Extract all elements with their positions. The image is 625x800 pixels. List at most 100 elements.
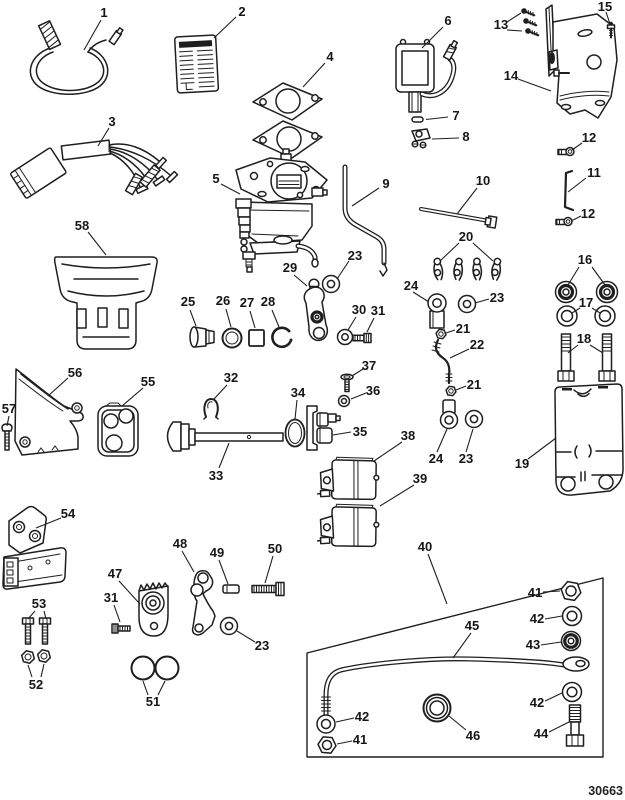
part-10-cable-tie <box>419 207 498 229</box>
part-12-screw-upper <box>557 146 575 157</box>
part-14-mounting-bracket <box>545 4 618 119</box>
leader-20 <box>439 242 494 262</box>
leader-57 <box>6 415 10 427</box>
part-23-washer-c <box>464 409 484 429</box>
part-25-plug <box>189 326 215 348</box>
callout-53: 53 <box>32 596 46 611</box>
leader-29 <box>293 274 308 287</box>
callout-12a: 12 <box>582 130 596 145</box>
part-5-carburetor <box>235 148 328 273</box>
callout-57: 57 <box>2 401 16 416</box>
leader-38 <box>373 441 403 462</box>
callout-7: 7 <box>452 108 459 123</box>
callout-55: 55 <box>141 374 155 389</box>
callout-10: 10 <box>476 173 490 188</box>
leader-44 <box>548 721 570 733</box>
part-53-bolts <box>21 617 52 645</box>
leader-1 <box>83 19 102 51</box>
part-17-washers <box>556 305 616 327</box>
part-2-decal <box>174 34 220 94</box>
callout-15: 15 <box>598 0 612 14</box>
callout-18: 18 <box>577 331 591 346</box>
part-39-relay <box>315 501 381 550</box>
part-33-shaft <box>166 421 284 452</box>
callout-54: 54 <box>61 506 76 521</box>
callout-25: 25 <box>181 294 195 309</box>
callout-9: 9 <box>382 176 389 191</box>
callout-14: 14 <box>504 68 519 83</box>
part-46-flange-nut <box>422 693 452 723</box>
callout-21b: 21 <box>467 377 481 392</box>
part-37-screw <box>340 373 354 393</box>
leader-33 <box>218 442 230 469</box>
callout-51: 51 <box>146 694 160 709</box>
part-21-nut-upper <box>435 328 447 340</box>
callout-labels: 1 2 3 4 5 6 7 8 9 10 11 12 12 13 14 15 1… <box>2 0 612 747</box>
leader-12a <box>571 142 583 151</box>
part-20-cotter-clips <box>431 257 503 282</box>
leader-26 <box>225 308 232 328</box>
part-40-kit-box <box>306 577 604 758</box>
callout-43: 43 <box>526 637 540 652</box>
callout-3: 3 <box>108 114 115 129</box>
leader-42c <box>335 717 355 723</box>
leader-41a <box>542 590 561 593</box>
part-11-link-rod <box>563 169 575 212</box>
callout-2: 2 <box>238 4 245 19</box>
leader-21a <box>445 329 456 334</box>
callout-29: 29 <box>283 260 297 275</box>
callout-48: 48 <box>173 536 187 551</box>
part-49-spacer <box>222 584 240 594</box>
callout-46: 46 <box>466 728 480 743</box>
callout-35: 35 <box>353 424 367 439</box>
callout-11: 11 <box>587 165 601 180</box>
part-24-link-lower <box>439 399 459 430</box>
callout-39: 39 <box>413 471 427 486</box>
callout-33: 33 <box>209 468 223 483</box>
callout-8: 8 <box>462 129 469 144</box>
leader-11 <box>567 177 587 193</box>
leader-2 <box>213 16 237 39</box>
callout-40: 40 <box>418 539 432 554</box>
leader-14 <box>517 78 552 92</box>
callout-4: 4 <box>326 49 334 64</box>
leader-7 <box>425 116 449 121</box>
callout-16: 16 <box>578 252 592 267</box>
callout-19: 19 <box>515 456 529 471</box>
leader-15 <box>605 11 611 25</box>
part-16-grommets <box>554 280 619 304</box>
callout-52: 52 <box>29 677 43 692</box>
part-4-gaskets <box>252 82 323 159</box>
part-45-steering-link-rod <box>321 656 590 717</box>
part-19-bracket-plate <box>554 383 624 496</box>
part-41-nut-a <box>560 580 582 602</box>
leader-31b <box>113 604 121 623</box>
callout-50: 50 <box>268 541 282 556</box>
leader-9 <box>351 187 380 207</box>
leader-23b <box>474 298 490 304</box>
callout-32: 32 <box>224 370 238 385</box>
leader-51 <box>142 680 166 696</box>
leader-4 <box>302 62 326 88</box>
part-48-lever-arm <box>190 570 216 636</box>
callout-22: 22 <box>470 337 484 352</box>
leader-8 <box>431 137 460 140</box>
part-47-serrated-lever <box>138 582 169 637</box>
callout-42c: 42 <box>355 709 369 724</box>
leader-56 <box>47 377 69 397</box>
callout-27: 27 <box>240 295 254 310</box>
leader-47 <box>118 580 141 605</box>
leader-23c <box>465 428 474 453</box>
part-31-bolt-a <box>352 332 372 344</box>
leader-36 <box>350 392 367 400</box>
leader-23a <box>336 260 350 280</box>
part-50-bolt <box>251 581 285 597</box>
leader-32 <box>213 384 228 400</box>
callout-21a: 21 <box>456 321 470 336</box>
part-41-nut-b <box>317 736 337 754</box>
leader-3 <box>97 127 110 147</box>
part-26-ring <box>221 327 243 349</box>
callout-13: 13 <box>494 17 508 32</box>
leader-35 <box>332 431 352 436</box>
